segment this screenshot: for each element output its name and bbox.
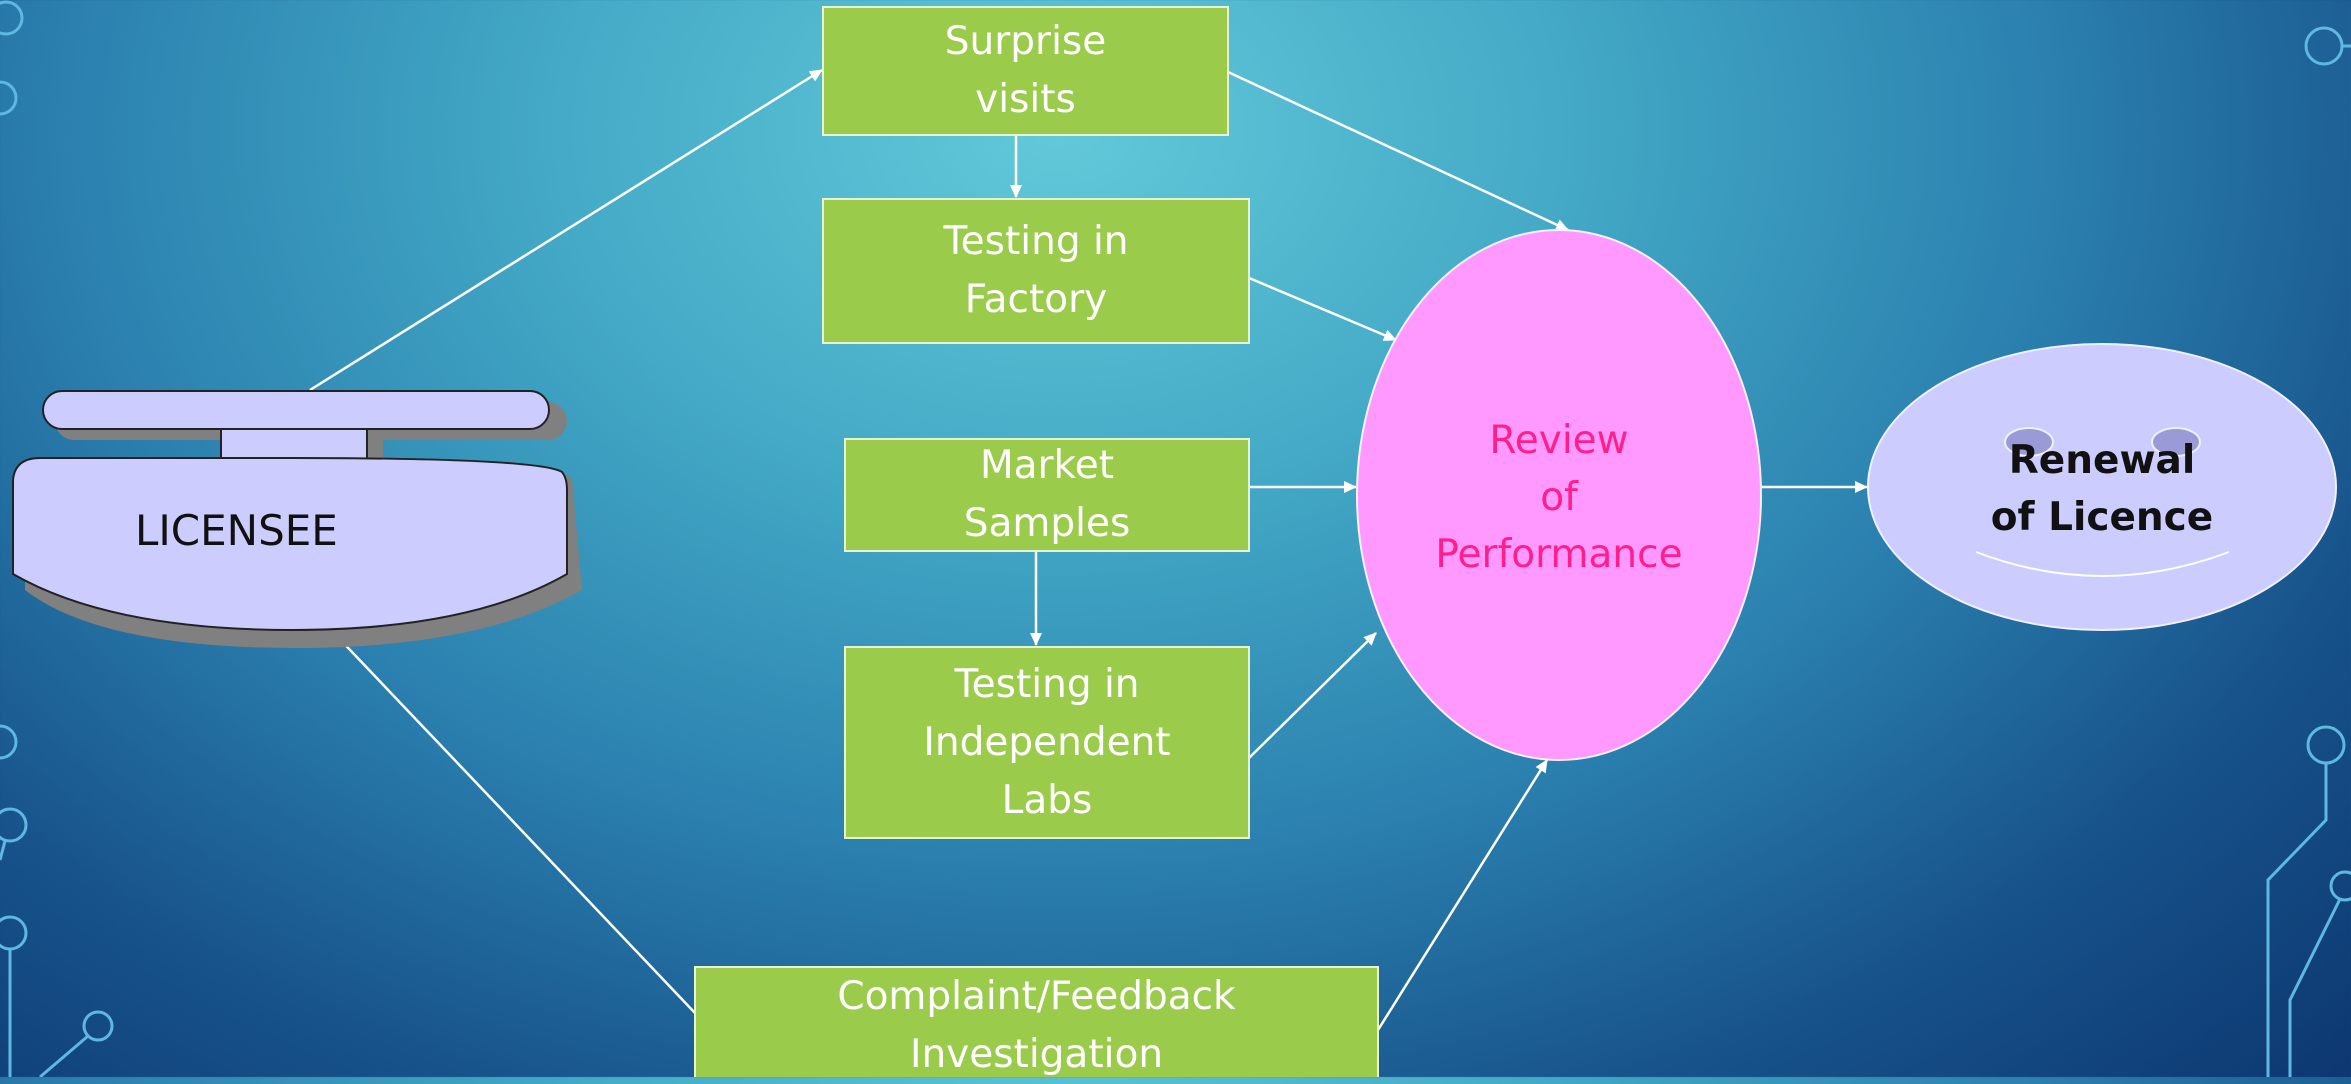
renewal-smile: [1975, 551, 2230, 577]
arrow-complaint-to-review: [1376, 759, 1549, 1031]
renewal-line2: of Licence: [1990, 495, 2214, 540]
arrow-testing-factory-to-review: [1248, 276, 1397, 342]
complaint-line1: Complaint/Feedback: [837, 974, 1236, 1019]
arrow-testing-labs-to-review: [1248, 632, 1377, 759]
review-node-ellipse: [1356, 229, 1762, 761]
connector-arrows: [309, 68, 1868, 1031]
licensee-node: [12, 390, 582, 648]
testing-factory-box: Testing in Factory: [822, 198, 1250, 344]
renewal-node: [1867, 343, 2337, 631]
review-line3: Performance: [1435, 532, 1683, 577]
arrow-complaint-to-licensee: [332, 631, 696, 1014]
surprise-visits-box: Surprise visits: [822, 6, 1229, 136]
review-label: Review of Performance: [1409, 412, 1709, 583]
licensee-label: LICENSEE: [135, 506, 338, 555]
renewal-node-ellipse: [1867, 343, 2337, 631]
review-line2: of: [1540, 475, 1578, 520]
complaint-line2: Investigation: [909, 1032, 1164, 1077]
renewal-left-eye: [2004, 427, 2054, 457]
circuit-decoration-left: [0, 0, 114, 1077]
complaint-box: Complaint/Feedback Investigation: [694, 966, 1379, 1077]
market-samples-line2: Samples: [963, 501, 1131, 546]
testing-factory-line1: Testing in: [943, 219, 1129, 264]
market-samples-line1: Market: [979, 443, 1115, 488]
renewal-right-eye: [2151, 427, 2201, 457]
circuit-decoration-right: [2266, 26, 2351, 1077]
testing-labs-box: Testing in Independent Labs: [844, 646, 1250, 839]
testing-factory-line2: Factory: [964, 277, 1108, 322]
renewal-label: Renewal of Licence: [1952, 432, 2252, 546]
surprise-visits-line2: visits: [975, 77, 1076, 122]
surprise-visits-line1: Surprise: [944, 19, 1107, 64]
arrow-licensee-to-surprise-visits: [309, 68, 823, 392]
testing-labs-line2: Independent: [923, 719, 1171, 765]
renewal-line1: Renewal: [2008, 438, 2196, 483]
market-samples-box: Market Samples: [844, 438, 1250, 552]
licensee-body: [12, 390, 568, 632]
arrow-surprise-visits-to-review: [1227, 70, 1569, 232]
review-line1: Review: [1489, 418, 1629, 463]
testing-labs-line1: Testing in: [954, 661, 1140, 707]
testing-labs-line3: Labs: [1001, 777, 1093, 823]
